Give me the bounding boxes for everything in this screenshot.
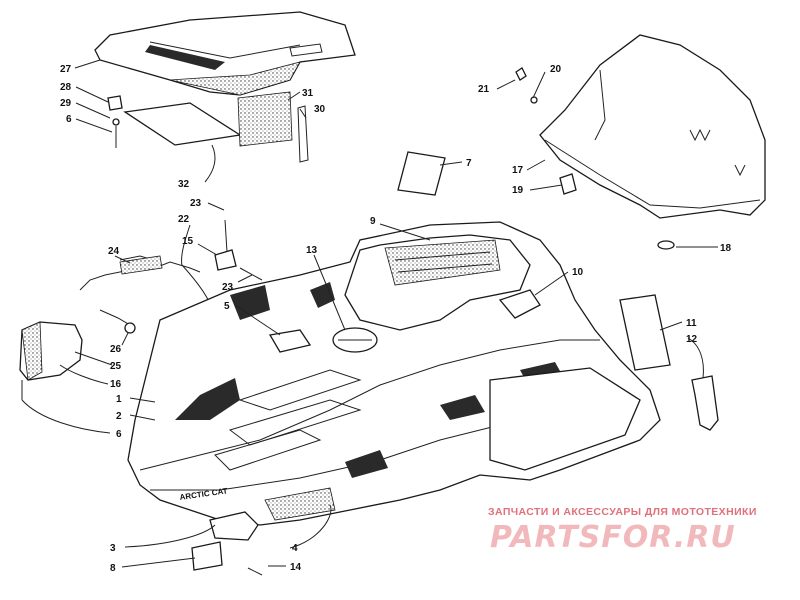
svg-text:7: 7 (466, 158, 472, 169)
svg-text:11: 11 (686, 318, 697, 329)
callout-9: 9 (370, 216, 431, 241)
callout-25: 25 (74, 351, 122, 372)
windshield (539, 34, 766, 250)
callout-23-lower: 23 (222, 274, 253, 293)
svg-text:23: 23 (190, 198, 202, 209)
hood-latch-plate (191, 511, 263, 576)
callout-11: 11 (659, 318, 697, 331)
svg-text:9: 9 (370, 216, 376, 227)
callout-31: 31 (287, 88, 314, 101)
emblem-10 (498, 289, 541, 319)
svg-text:2: 2 (116, 411, 122, 422)
callout-28: 28 (60, 82, 109, 103)
svg-text:8: 8 (110, 563, 116, 574)
callout-16: 16 (59, 364, 122, 390)
svg-text:31: 31 (302, 88, 314, 99)
svg-text:3: 3 (110, 543, 116, 554)
callout-24: 24 (108, 246, 131, 264)
callout-13: 13 (306, 245, 346, 331)
windshield-hardware (515, 67, 577, 195)
svg-text:22: 22 (178, 214, 190, 225)
svg-text:18: 18 (720, 243, 732, 254)
storage-lid (94, 11, 356, 96)
svg-text:23: 23 (222, 282, 234, 293)
callout-7: 7 (439, 158, 472, 169)
callout-5: 5 (224, 301, 281, 336)
callout-26: 26 (110, 332, 129, 355)
callout-27: 27 (60, 59, 101, 75)
svg-text:4: 4 (292, 543, 298, 554)
filter-element (237, 91, 309, 163)
svg-text:29: 29 (60, 98, 72, 109)
lens-7 (397, 151, 446, 196)
svg-text:1: 1 (116, 394, 122, 405)
svg-text:26: 26 (110, 344, 122, 355)
callout-8: 8 (110, 557, 196, 574)
svg-text:15: 15 (182, 236, 194, 247)
svg-text:19: 19 (512, 185, 524, 196)
callout-3: 3 (110, 524, 216, 554)
callout-18: 18 (676, 243, 732, 254)
callout-30: 30 (299, 104, 326, 119)
callout-21: 21 (478, 79, 516, 95)
callout-19: 19 (512, 184, 563, 196)
lid-latch (107, 95, 123, 148)
svg-text:10: 10 (572, 267, 584, 278)
callout-2: 2 (116, 411, 156, 422)
callouts: 27 28 29 6 31 30 32 21 20 7 17 19 18 23 … (21, 59, 732, 574)
svg-text:25: 25 (110, 361, 122, 372)
callout-12: 12 (686, 334, 704, 379)
svg-text:14: 14 (290, 562, 302, 573)
svg-text:13: 13 (306, 245, 318, 256)
svg-text:27: 27 (60, 64, 72, 75)
callout-20: 20 (532, 64, 562, 99)
svg-text:21: 21 (478, 84, 490, 95)
callout-6-bottom: 6 (21, 399, 122, 440)
callout-32: 32 (178, 144, 216, 190)
grab-handle-12 (691, 375, 719, 431)
svg-text:12: 12 (686, 334, 698, 345)
svg-text:30: 30 (314, 104, 326, 115)
side-panel-11 (619, 294, 671, 371)
svg-text:28: 28 (60, 82, 72, 93)
svg-text:24: 24 (108, 246, 120, 257)
emblem-5 (268, 329, 312, 353)
callout-14: 14 (268, 562, 302, 573)
callout-4: 4 (289, 504, 332, 554)
headlight-bracket (19, 321, 83, 400)
callout-1: 1 (116, 394, 156, 405)
svg-text:32: 32 (178, 179, 190, 190)
callout-23-upper: 23 (190, 198, 225, 211)
callout-29: 29 (60, 98, 111, 119)
watermark-caption: ЗАПЧАСТИ И АКСЕССУАРЫ ДЛЯ МОТОТЕХНИКИ (488, 506, 757, 518)
callout-6-top: 6 (66, 114, 113, 133)
callout-22: 22 (178, 214, 191, 267)
svg-text:17: 17 (512, 165, 524, 176)
callout-10: 10 (534, 267, 584, 296)
svg-text:6: 6 (116, 429, 122, 440)
svg-text:16: 16 (110, 379, 122, 390)
callout-17: 17 (512, 159, 546, 176)
svg-text:5: 5 (224, 301, 230, 312)
retainer-clip (99, 309, 136, 334)
storage-liner (123, 102, 242, 146)
svg-text:6: 6 (66, 114, 72, 125)
watermark-logo: PARTSFOR.RU (490, 520, 736, 555)
svg-text:20: 20 (550, 64, 562, 75)
callout-15: 15 (182, 236, 218, 256)
